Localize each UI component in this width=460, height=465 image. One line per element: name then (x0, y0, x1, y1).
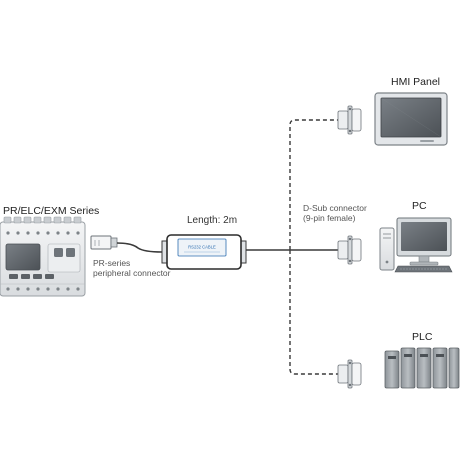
controller-series-label: PR/ELC/EXM Series (3, 205, 100, 217)
optional-routing-dashed (289, 119, 338, 375)
pc-label: PC (412, 200, 427, 212)
adapter-label: RS232 CABLE (188, 245, 216, 250)
plc-label: PLC (412, 331, 433, 343)
hmi-panel-label: HMI Panel (391, 76, 441, 88)
plc-device (384, 347, 460, 389)
dsub-connector-label-line1: D-Sub connector (303, 203, 367, 213)
dsub-connector-label-line2: (9-pin female) (303, 213, 356, 223)
peripheral-connector (90, 235, 118, 250)
controller-device (0, 216, 86, 297)
dsub-connector-pc (337, 235, 362, 265)
dsub-connector-plc (337, 359, 362, 389)
cable-segment-left (116, 242, 163, 253)
hmi-panel-device (374, 92, 448, 146)
peripheral-connector-label-line1: PR-series (93, 258, 131, 268)
peripheral-connector-label-line2: peripheral connector (93, 268, 171, 278)
cable-adapter: RS232 CABLE (161, 234, 247, 270)
pc-device (379, 217, 453, 273)
cable-length-label: Length: 2m (187, 215, 238, 226)
dsub-connector-hmi (337, 105, 362, 135)
